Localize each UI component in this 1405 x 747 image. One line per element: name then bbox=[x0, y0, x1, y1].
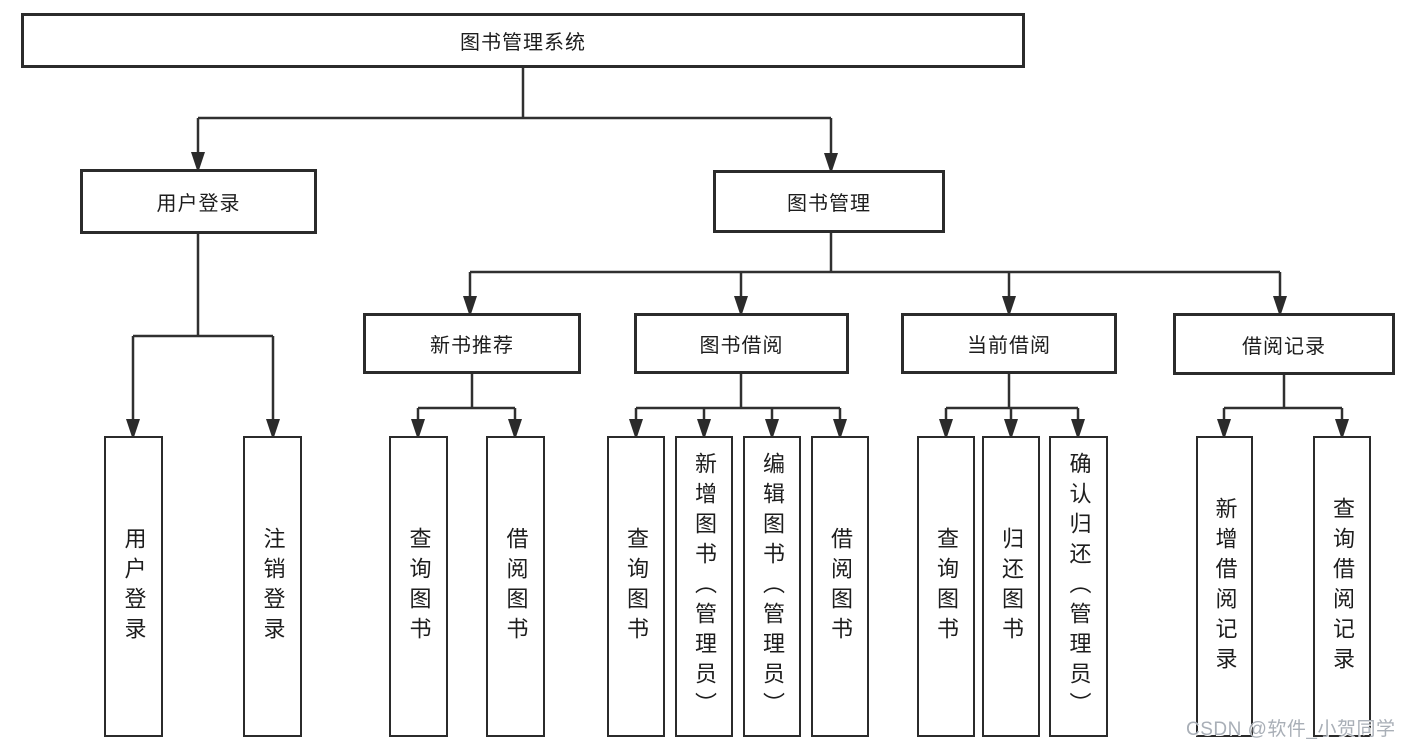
leaf-label: 编辑图书（管理员） bbox=[760, 451, 785, 722]
leaf-label: 注销登录 bbox=[260, 526, 286, 647]
arrowhead bbox=[765, 419, 779, 440]
leaf-query-books-recommend: 查询图书 bbox=[389, 436, 448, 737]
node-book-borrow: 图书借阅 bbox=[634, 313, 849, 374]
arrowhead bbox=[191, 152, 205, 173]
arrowhead bbox=[1217, 419, 1231, 440]
node-current-borrow: 当前借阅 bbox=[901, 313, 1117, 374]
arrowhead bbox=[833, 419, 847, 440]
arrowhead bbox=[1273, 296, 1287, 317]
node-user-login-label: 用户登录 bbox=[156, 193, 241, 215]
leaf-label: 归还图书 bbox=[999, 526, 1024, 647]
node-root: 图书管理系统 bbox=[21, 13, 1025, 68]
leaf-edit-books-admin: 编辑图书（管理员） bbox=[743, 436, 801, 737]
arrowheads bbox=[126, 152, 1349, 440]
arrowhead bbox=[1071, 419, 1085, 440]
leaf-return-books: 归还图书 bbox=[982, 436, 1040, 737]
node-current-borrow-label: 当前借阅 bbox=[967, 335, 1051, 357]
arrowhead bbox=[411, 419, 425, 440]
leaf-add-books-admin: 新增图书（管理员） bbox=[675, 436, 733, 737]
leaf-borrow-books-recommend: 借阅图书 bbox=[486, 436, 545, 737]
leaf-user-login: 用户登录 bbox=[104, 436, 163, 737]
leaf-label: 借阅图书 bbox=[503, 526, 529, 647]
csdn-watermark: CSDN @软件_小贺同学 bbox=[1186, 719, 1396, 740]
arrowhead bbox=[126, 419, 140, 440]
leaf-label: 新增图书（管理员） bbox=[692, 451, 717, 722]
arrowhead bbox=[1004, 419, 1018, 440]
arrowhead bbox=[1335, 419, 1349, 440]
leaf-add-borrow-record: 新增借阅记录 bbox=[1196, 436, 1253, 737]
arrowhead bbox=[463, 296, 477, 317]
node-book-management-label: 图书管理 bbox=[787, 193, 871, 215]
arrowhead bbox=[629, 419, 643, 440]
arrowhead bbox=[824, 153, 838, 174]
node-new-book-recommend: 新书推荐 bbox=[363, 313, 581, 374]
leaf-label: 用户登录 bbox=[121, 526, 147, 647]
leaf-query-borrow-record: 查询借阅记录 bbox=[1313, 436, 1371, 737]
leaf-label: 确认归还（管理员） bbox=[1066, 451, 1092, 722]
leaf-confirm-return-admin: 确认归还（管理员） bbox=[1049, 436, 1108, 737]
leaf-label: 查询图书 bbox=[624, 526, 649, 647]
node-root-label: 图书管理系统 bbox=[460, 32, 586, 54]
arrowhead bbox=[697, 419, 711, 440]
leaf-label: 查询图书 bbox=[934, 526, 959, 647]
leaf-label: 查询借阅记录 bbox=[1330, 496, 1355, 677]
arrowhead bbox=[1002, 296, 1016, 317]
node-new-book-recommend-label: 新书推荐 bbox=[430, 335, 514, 357]
node-book-borrow-label: 图书借阅 bbox=[699, 335, 784, 357]
leaf-query-books-current: 查询图书 bbox=[917, 436, 975, 737]
leaf-label: 新增借阅记录 bbox=[1212, 496, 1238, 677]
arrowhead bbox=[266, 419, 280, 440]
node-borrow-records: 借阅记录 bbox=[1173, 313, 1395, 375]
leaf-label: 借阅图书 bbox=[828, 526, 853, 647]
leaf-label: 查询图书 bbox=[406, 526, 432, 647]
arrowhead bbox=[508, 419, 522, 440]
leaf-borrow-books: 借阅图书 bbox=[811, 436, 869, 737]
leaf-logout: 注销登录 bbox=[243, 436, 302, 737]
arrowhead bbox=[939, 419, 953, 440]
arrowhead bbox=[734, 296, 748, 317]
node-book-management: 图书管理 bbox=[713, 170, 945, 233]
node-user-login: 用户登录 bbox=[80, 169, 317, 234]
node-borrow-records-label: 借阅记录 bbox=[1242, 335, 1326, 358]
leaf-query-books-borrow: 查询图书 bbox=[607, 436, 665, 737]
